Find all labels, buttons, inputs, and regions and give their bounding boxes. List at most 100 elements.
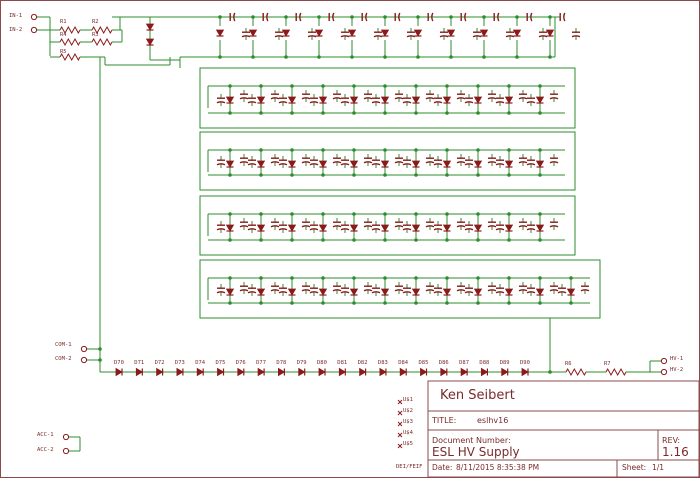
capacitor bbox=[464, 12, 467, 22]
junction-dot bbox=[445, 276, 449, 280]
diode bbox=[225, 96, 235, 104]
capacitor bbox=[472, 35, 482, 38]
junction-dot bbox=[416, 55, 420, 59]
junction-dot bbox=[98, 358, 102, 362]
junction-dot bbox=[445, 301, 449, 305]
junction-dot bbox=[476, 301, 480, 305]
resistor-r6 bbox=[565, 367, 587, 377]
junction-dot bbox=[538, 84, 542, 88]
capacitor bbox=[247, 228, 257, 231]
capacitor bbox=[487, 161, 497, 164]
capacitor bbox=[247, 163, 257, 166]
diode bbox=[225, 160, 235, 168]
capacitor bbox=[309, 163, 319, 166]
capacitor bbox=[309, 291, 319, 294]
diode-label: D90 bbox=[520, 360, 530, 366]
junction-dot bbox=[538, 212, 542, 216]
diode bbox=[460, 367, 468, 377]
resistor-r1 bbox=[59, 25, 81, 35]
capacitor bbox=[402, 228, 412, 231]
port-connector bbox=[660, 368, 668, 376]
junction-dot bbox=[383, 301, 387, 305]
capacitor bbox=[402, 291, 412, 294]
junction-dot bbox=[507, 173, 511, 177]
sheet-label: Sheet: bbox=[622, 463, 647, 472]
wire-layer bbox=[37, 16, 662, 452]
diode bbox=[535, 96, 545, 104]
diode bbox=[318, 288, 328, 296]
junction-dot bbox=[538, 238, 542, 242]
diode bbox=[278, 367, 286, 377]
junction-dot bbox=[476, 276, 480, 280]
diode bbox=[380, 224, 390, 232]
capacitor bbox=[433, 101, 443, 104]
capacitor bbox=[301, 97, 311, 100]
capacitor bbox=[233, 12, 236, 22]
frame-marker-5 bbox=[397, 443, 403, 449]
title-value: eslhv16 bbox=[477, 416, 509, 425]
capacitor bbox=[497, 12, 500, 22]
junction-dot bbox=[228, 84, 232, 88]
capacitor bbox=[307, 35, 317, 38]
capacitor bbox=[394, 97, 404, 100]
junction-dot bbox=[321, 173, 325, 177]
junction-dot bbox=[350, 55, 354, 59]
junction-dot bbox=[476, 148, 480, 152]
capacitor bbox=[425, 289, 435, 292]
junction-dot bbox=[317, 55, 321, 59]
junction-dot bbox=[228, 148, 232, 152]
diode bbox=[442, 288, 452, 296]
capacitor bbox=[425, 97, 435, 100]
diode bbox=[196, 367, 204, 377]
capacitor bbox=[464, 228, 474, 231]
capacitor bbox=[425, 161, 435, 164]
diode bbox=[411, 160, 421, 168]
capacitor bbox=[332, 161, 342, 164]
capacitor bbox=[464, 163, 474, 166]
junction-dot bbox=[414, 148, 418, 152]
frame-label-u4: U$4 bbox=[403, 430, 413, 436]
capacitor bbox=[270, 289, 280, 292]
capacitor bbox=[456, 161, 466, 164]
capacitor bbox=[309, 101, 319, 104]
junction-dot bbox=[538, 276, 542, 280]
junction-dot bbox=[284, 55, 288, 59]
diode bbox=[314, 29, 324, 37]
capacitor bbox=[270, 225, 280, 228]
capacitor bbox=[301, 161, 311, 164]
diode-label: D86 bbox=[438, 360, 449, 366]
capacitor bbox=[274, 35, 284, 38]
capacitor bbox=[487, 97, 497, 100]
capacitor bbox=[433, 291, 443, 294]
diode bbox=[411, 288, 421, 296]
junction-dot bbox=[507, 238, 511, 242]
frame-marker-4 bbox=[397, 432, 403, 438]
junction-dot bbox=[569, 301, 573, 305]
port-label-acc1: ACC-1 bbox=[37, 432, 54, 438]
capacitor bbox=[365, 12, 368, 22]
diode bbox=[145, 23, 155, 31]
diode bbox=[347, 29, 357, 37]
diode bbox=[442, 224, 452, 232]
diode bbox=[535, 288, 545, 296]
capacitor bbox=[433, 163, 443, 166]
capacitor bbox=[309, 228, 319, 231]
capacitor bbox=[340, 291, 350, 294]
junction-dot bbox=[352, 84, 356, 88]
capacitor bbox=[340, 101, 350, 104]
junction-dot bbox=[321, 276, 325, 280]
capacitor bbox=[549, 225, 559, 228]
diode-label: D77 bbox=[256, 360, 267, 366]
junction-dot bbox=[383, 111, 387, 115]
diode-label: D75 bbox=[215, 360, 226, 366]
frame-label-u1: U$1 bbox=[403, 397, 413, 403]
diode-label: D79 bbox=[296, 360, 307, 366]
junction-dot bbox=[383, 212, 387, 216]
capacitor bbox=[301, 225, 311, 228]
capacitor bbox=[402, 163, 412, 166]
capacitor bbox=[456, 289, 466, 292]
junction-dot bbox=[445, 111, 449, 115]
diode-label: D72 bbox=[154, 360, 165, 366]
